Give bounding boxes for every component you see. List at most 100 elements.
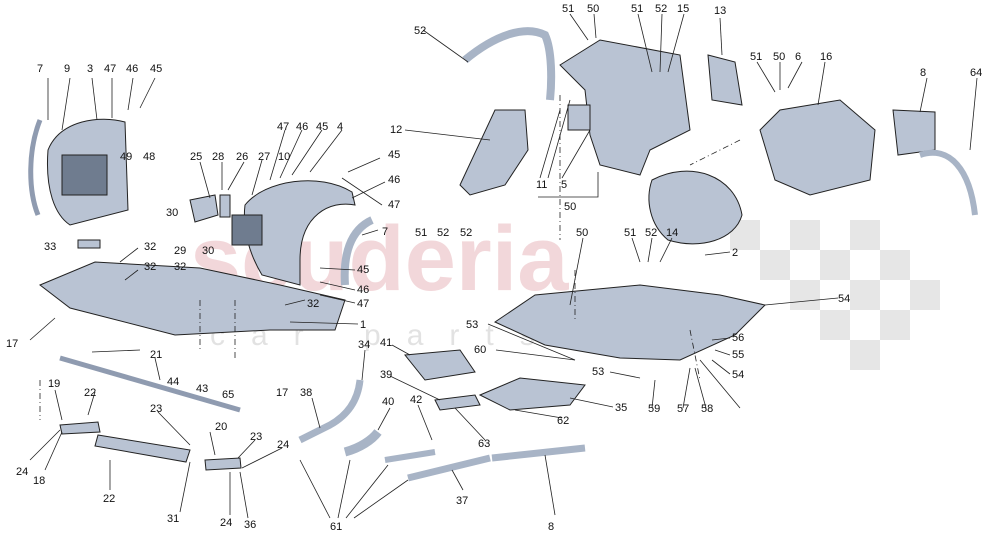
- callout-23-a: 23: [150, 403, 162, 415]
- callout-12: 11: [536, 179, 547, 191]
- callout-39: 42: [410, 394, 422, 406]
- seal-8-right: [919, 149, 978, 216]
- callout-27: 27: [258, 151, 270, 163]
- callout-52-c: 52: [460, 227, 472, 239]
- callout-13: 12: [390, 124, 402, 136]
- callout-22-a: 22: [84, 387, 96, 399]
- callouts: 7 9 3 47 46 45 49 48 25 28 26 27 10 47 4…: [6, 3, 982, 533]
- panel-18: [94, 434, 191, 463]
- callout-52-b: 15: [677, 3, 689, 15]
- callout-61: 41: [380, 337, 392, 349]
- housing-6: [759, 99, 876, 196]
- callout-48: 48: [143, 151, 155, 163]
- undertray-2: [493, 284, 766, 361]
- callout-54-a: 53: [466, 319, 478, 331]
- callout-43: 43: [196, 383, 208, 395]
- callout-11: 5: [561, 179, 567, 191]
- callout-59: 57: [677, 403, 689, 415]
- grille-front: [231, 214, 263, 246]
- callout-51-b: 52: [655, 3, 667, 15]
- part-11: [567, 104, 591, 131]
- callout-51-c: 52: [437, 227, 449, 239]
- callout-30-b: 30: [202, 245, 214, 257]
- callout-23-b: 24: [16, 466, 28, 478]
- callout-37: 8: [548, 521, 554, 533]
- assembly-lines: [39, 95, 741, 420]
- callout-45-c: 45: [388, 149, 400, 161]
- callout-22-b: 20: [215, 421, 227, 433]
- callout-32-c: 32: [174, 261, 186, 273]
- callout-50-c: 6: [795, 51, 801, 63]
- plate-15: [707, 54, 743, 106]
- callout-38: 40: [382, 396, 394, 408]
- callout-17-a: 17: [6, 338, 18, 350]
- callout-52-d: 51: [750, 51, 762, 63]
- callout-32-d: 32: [307, 298, 319, 310]
- panel-61: [404, 349, 476, 381]
- callout-45-b: 45: [316, 121, 328, 133]
- callout-60: 56: [732, 332, 744, 344]
- callout-24-a: 18: [33, 475, 45, 487]
- callout-47-a: 47: [104, 63, 116, 75]
- callout-36: 34: [358, 339, 370, 351]
- callout-16: 8: [920, 67, 926, 79]
- callout-32-b: 32: [144, 261, 156, 273]
- callout-62: 35: [615, 402, 627, 414]
- callout-20: 23: [250, 431, 262, 443]
- callout-63: 62: [557, 415, 569, 427]
- callout-57: 58: [701, 403, 713, 415]
- callout-3: 3: [87, 63, 93, 75]
- callout-26: 26: [236, 151, 248, 163]
- seal-34: [298, 379, 364, 444]
- frame-13: [459, 109, 529, 196]
- seal-8-top: [462, 27, 556, 101]
- seal-38: [343, 429, 382, 457]
- callout-4: 4: [337, 121, 343, 133]
- callout-44: 44: [167, 376, 179, 388]
- callout-56: 55: [732, 349, 744, 361]
- callout-30-a: 30: [166, 207, 178, 219]
- callout-53-a: 60: [474, 344, 486, 356]
- callout-64: 50: [576, 227, 588, 239]
- strip-37: [491, 444, 586, 462]
- callout-50-b: 51: [415, 227, 427, 239]
- callout-8-b: 64: [970, 67, 982, 79]
- callout-9: 9: [64, 63, 70, 75]
- callout-46-c: 46: [388, 174, 400, 186]
- callout-33: 33: [44, 241, 56, 253]
- callout-10: 10: [278, 151, 290, 163]
- callout-31: 24: [220, 517, 232, 529]
- seal-7-left: [28, 119, 43, 216]
- bracket-30: [189, 194, 219, 223]
- callout-50-d: 51: [624, 227, 636, 239]
- callout-29: 29: [174, 245, 186, 257]
- callout-24-b: 31: [167, 513, 179, 525]
- callout-6: 16: [820, 51, 832, 63]
- callout-46-a: 46: [126, 63, 138, 75]
- panel-62: [478, 377, 586, 411]
- seal-7-front: [340, 216, 374, 286]
- callout-53-b: 59: [648, 403, 660, 415]
- panel-41: [434, 394, 481, 411]
- grille-left: [61, 154, 108, 196]
- callout-42: 63: [478, 438, 490, 450]
- callout-46-d: 46: [357, 284, 369, 296]
- callout-40: 61: [330, 521, 342, 533]
- callout-35: 37: [456, 495, 468, 507]
- strip-40: [384, 449, 436, 463]
- strip-35: [407, 454, 491, 482]
- callout-45-d: 45: [357, 264, 369, 276]
- callout-18: 22: [103, 493, 115, 505]
- callout-17-b: 17: [276, 387, 288, 399]
- undertray-1: [39, 261, 346, 336]
- callout-47-c: 47: [388, 199, 400, 211]
- bracket-20: [204, 457, 242, 471]
- callout-34: 38: [300, 387, 312, 399]
- callout-32-a: 32: [144, 241, 156, 253]
- callout-54-b: 53: [592, 366, 604, 378]
- leader-lines: [29, 13, 978, 519]
- callout-49: 49: [120, 151, 132, 163]
- bracket-19: [59, 421, 101, 435]
- callout-65: 65: [222, 389, 234, 401]
- callout-25: 25: [190, 151, 202, 163]
